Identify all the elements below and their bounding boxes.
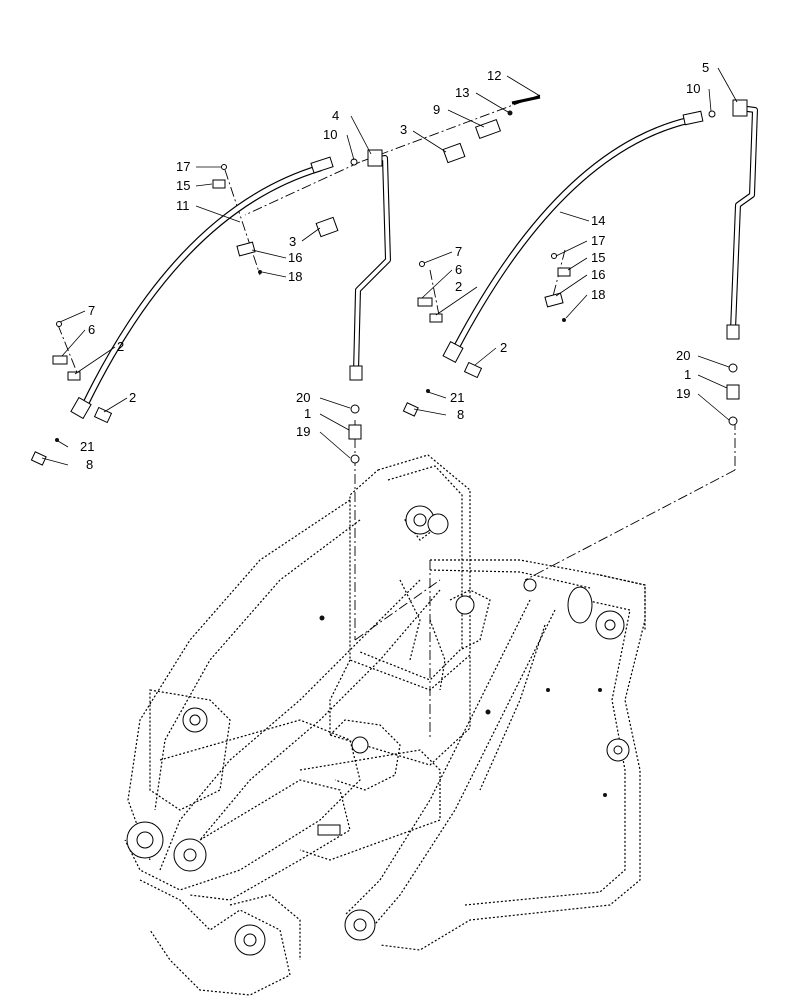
callout-8-left: 8 [86,457,93,472]
callout-9: 9 [433,102,440,117]
callout-labels: 12 13 9 3 4 10 17 15 11 3 16 18 7 6 2 2 … [80,60,709,472]
callout-19-right: 19 [676,386,690,401]
callout-6-right: 6 [455,262,462,277]
callout-5: 5 [702,60,709,75]
callout-20-right: 20 [676,348,690,363]
callout-18-right: 18 [591,287,605,302]
callout-8-right: 8 [457,407,464,422]
tube-4 [349,149,391,381]
callout-14: 14 [591,213,605,228]
callout-10-right: 10 [686,81,700,96]
tube-5 [726,99,758,340]
callout-2-right-b: 2 [500,340,507,355]
small-parts [30,95,740,466]
hose-11 [70,156,334,420]
callout-17-right: 17 [591,233,605,248]
callout-10-left: 10 [323,127,337,142]
leader-lines [41,67,738,466]
callout-17-left: 17 [176,159,190,174]
callout-12: 12 [487,68,501,83]
hose-14 [442,110,704,364]
callout-3-top: 3 [400,122,407,137]
callout-7-left: 7 [88,303,95,318]
callout-21-right: 21 [450,390,464,405]
callout-19-left: 19 [296,424,310,439]
callout-16-right: 16 [591,267,605,282]
callout-6-left: 6 [88,322,95,337]
callout-20-left: 20 [296,390,310,405]
callout-15-left: 15 [176,178,190,193]
callout-21-left: 21 [80,439,94,454]
callout-1-right: 1 [684,367,691,382]
callout-2-right-a: 2 [455,279,462,294]
callout-18-left: 18 [288,269,302,284]
callout-13: 13 [455,85,469,100]
callout-16-left: 16 [288,250,302,265]
frame-pins [126,505,630,956]
callout-1-left: 1 [304,406,311,421]
callout-15-right: 15 [591,250,605,265]
callout-2-left-b: 2 [129,390,136,405]
assembly-lines [57,94,736,740]
callout-11: 11 [176,198,190,213]
callout-4: 4 [332,108,339,123]
loader-frame [124,454,646,996]
callout-7-right: 7 [455,244,462,259]
callout-2-left-a: 2 [117,339,124,354]
callout-3-mid: 3 [289,234,296,249]
